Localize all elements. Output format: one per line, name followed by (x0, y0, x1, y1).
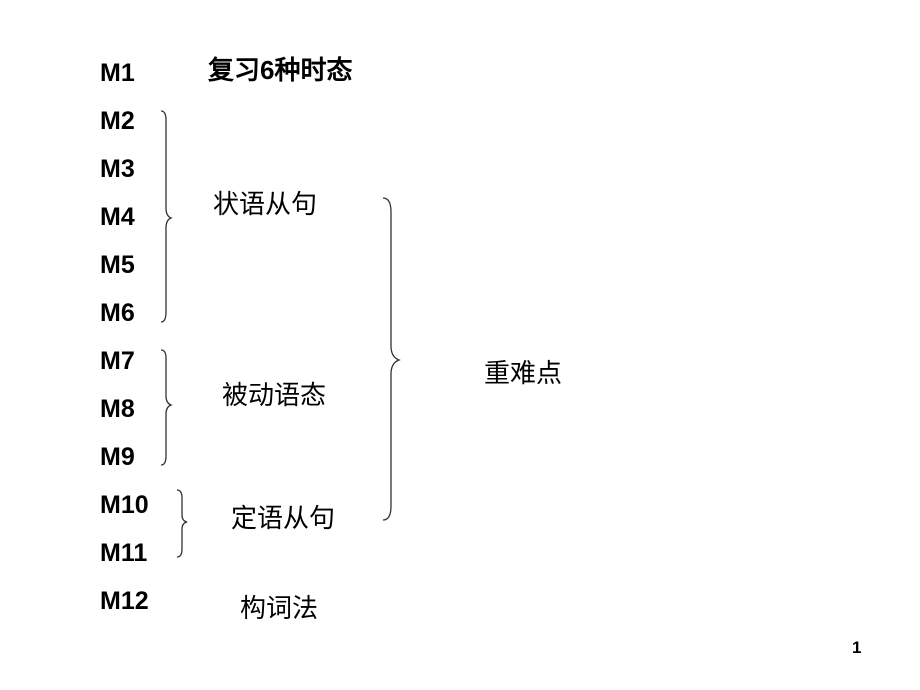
module-label: M6 (100, 299, 135, 327)
module-label: M10 (100, 491, 149, 519)
module-label: M12 (100, 587, 149, 615)
module-label: M4 (100, 203, 135, 231)
key-points-label: 重难点 (484, 358, 563, 388)
topic-attributive-clause: 定语从句 (231, 503, 336, 533)
page-number: 1 (852, 638, 862, 657)
module-label: M1 (100, 59, 135, 87)
module-label: M2 (100, 107, 135, 135)
brace-m2-m6 (160, 110, 173, 323)
topic-review: 复习6种时态 (208, 55, 353, 85)
brace-key-points (382, 197, 401, 521)
module-label: M8 (100, 395, 135, 423)
topic-adverbial-clause: 状语从句 (213, 189, 318, 219)
module-label: M3 (100, 155, 135, 183)
module-label: M5 (100, 251, 135, 279)
module-label: M9 (100, 443, 135, 471)
topic-passive-voice: 被动语态 (222, 380, 327, 410)
brace-m10-m11 (176, 489, 188, 558)
module-label: M11 (100, 539, 148, 567)
topic-word-formation: 构词法 (240, 593, 319, 623)
brace-m7-m9 (160, 349, 173, 466)
module-label: M7 (100, 347, 135, 375)
